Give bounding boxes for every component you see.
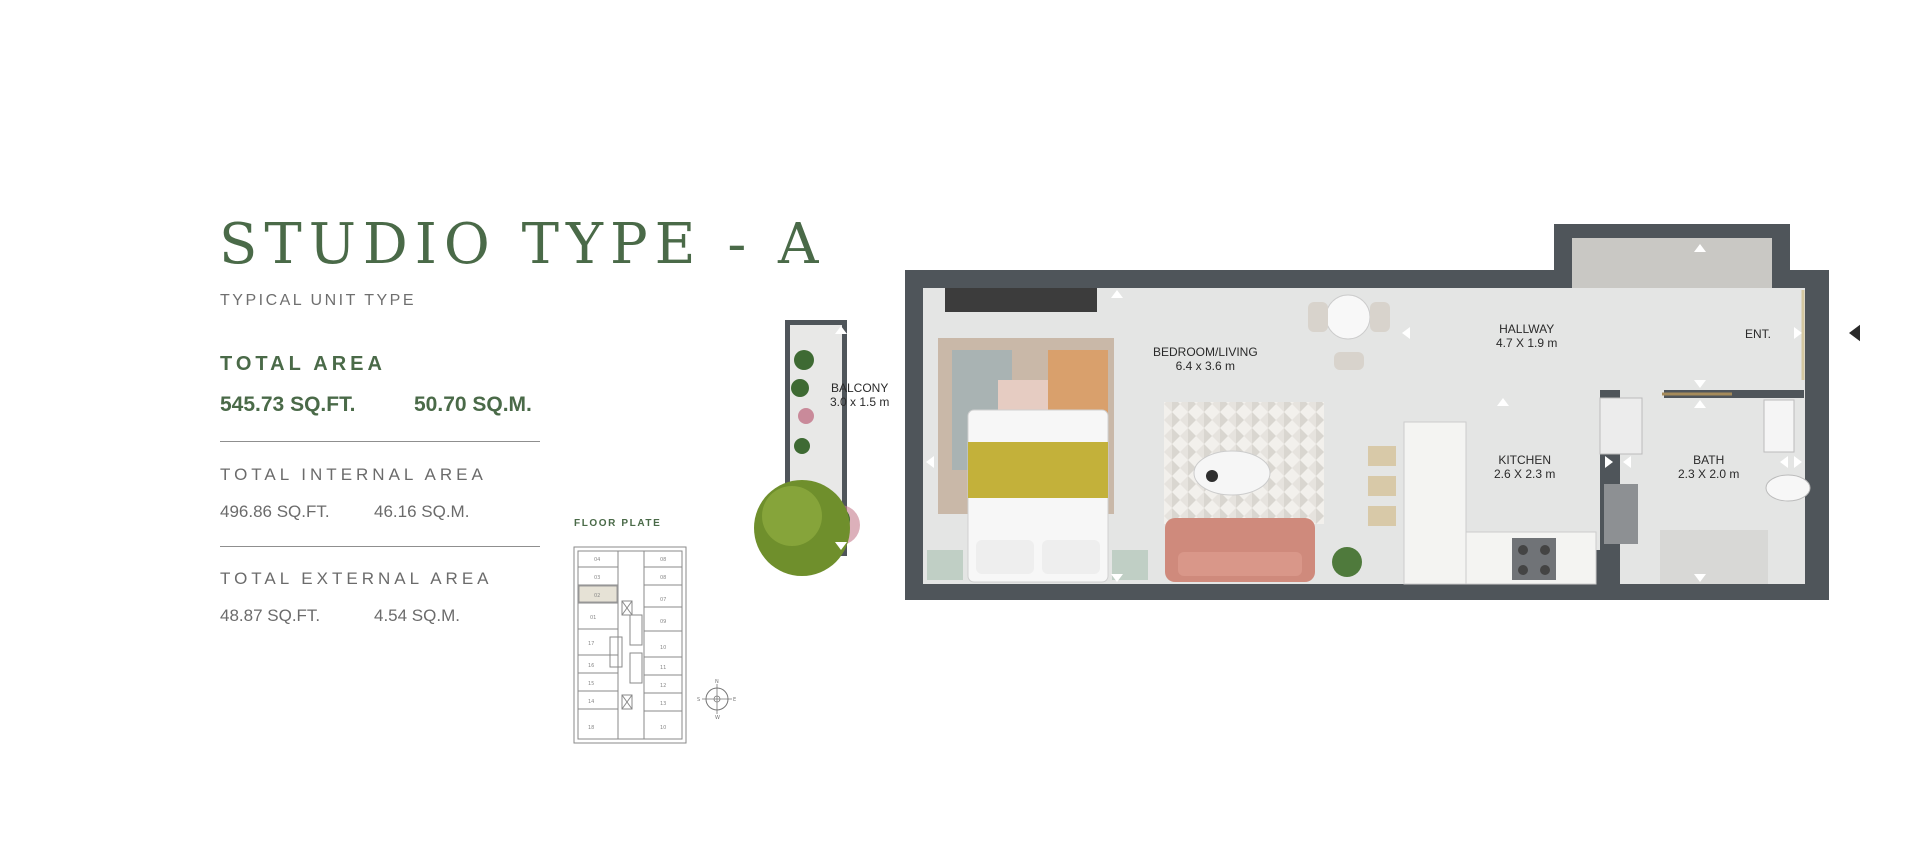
svg-text:03: 03 xyxy=(594,575,600,581)
internal-area-sqft: 496.86 SQ.FT. xyxy=(220,502,330,521)
total-area-sqft: 545.73 SQ.FT. xyxy=(220,393,356,416)
svg-text:02: 02 xyxy=(594,593,600,599)
external-area-sqft: 48.87 SQ.FT. xyxy=(220,606,321,625)
divider xyxy=(220,441,540,442)
svg-text:04: 04 xyxy=(594,557,600,563)
page-subtitle: TYPICAL UNIT TYPE xyxy=(220,292,417,309)
svg-text:E: E xyxy=(733,697,736,703)
floor-plate-label: FLOOR PLATE xyxy=(574,518,662,529)
svg-text:07: 07 xyxy=(660,597,666,603)
svg-text:10: 10 xyxy=(660,725,666,731)
compass-icon: N S E W xyxy=(697,679,736,720)
svg-text:14: 14 xyxy=(588,699,594,705)
svg-text:08: 08 xyxy=(660,557,666,563)
external-area-label: TOTAL EXTERNAL AREA xyxy=(220,569,493,588)
svg-text:16: 16 xyxy=(588,663,594,669)
svg-text:12: 12 xyxy=(660,683,666,689)
internal-area-sqm: 46.16 SQ.M. xyxy=(374,502,470,521)
svg-text:N: N xyxy=(715,679,719,685)
external-area-sqm: 4.54 SQ.M. xyxy=(374,606,460,625)
room-size: 2.6 X 2.3 m xyxy=(1494,467,1556,481)
svg-text:17: 17 xyxy=(588,641,594,647)
svg-text:18: 18 xyxy=(588,725,594,731)
room-bath: BATH 2.3 X 2.0 m xyxy=(1678,453,1739,481)
room-hallway: HALLWAY 4.7 X 1.9 m xyxy=(1496,322,1557,350)
svg-text:S: S xyxy=(697,697,700,703)
svg-text:11: 11 xyxy=(660,665,666,671)
room-size: 4.7 X 1.9 m xyxy=(1496,336,1558,350)
room-entrance: ENT. xyxy=(1745,327,1772,341)
svg-text:10: 10 xyxy=(660,645,666,651)
page-title: STUDIO TYPE - A xyxy=(219,212,826,277)
room-balcony: BALCONY 3.0 x 1.5 m xyxy=(830,381,889,409)
svg-text:09: 09 xyxy=(660,619,666,625)
room-name: HALLWAY xyxy=(1499,322,1555,336)
total-area-sqm: 50.70 SQ.M. xyxy=(414,393,532,416)
total-area-label: TOTAL AREA xyxy=(220,353,386,375)
divider xyxy=(220,546,540,547)
svg-text:W: W xyxy=(715,715,720,720)
room-name: BEDROOM/LIVING xyxy=(1153,345,1258,359)
svg-text:13: 13 xyxy=(660,701,666,707)
room-size: 6.4 x 3.6 m xyxy=(1175,359,1236,373)
room-size: 3.0 x 1.5 m xyxy=(830,395,890,409)
svg-text:15: 15 xyxy=(588,681,594,687)
room-name: BATH xyxy=(1693,453,1725,467)
room-name: BALCONY xyxy=(831,381,889,395)
svg-text:08: 08 xyxy=(660,575,666,581)
svg-text:01: 01 xyxy=(590,615,596,621)
internal-area-label: TOTAL INTERNAL AREA xyxy=(220,465,487,484)
room-bedroom-living: BEDROOM/LIVING 6.4 x 3.6 m xyxy=(1153,345,1258,373)
room-size: 2.3 X 2.0 m xyxy=(1678,467,1740,481)
room-name: KITCHEN xyxy=(1498,453,1552,467)
room-kitchen: KITCHEN 2.6 X 2.3 m xyxy=(1494,453,1555,481)
unit-floor-plan xyxy=(754,224,1860,600)
